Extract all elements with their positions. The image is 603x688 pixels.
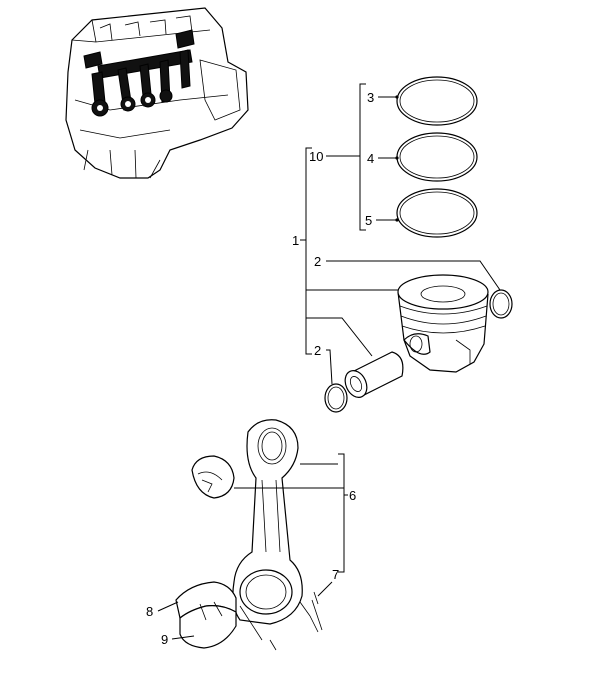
callout-labels: 1 2 2 3 4 5 6 7 8 9 10 (146, 90, 374, 647)
engine-block-icon (65, 7, 249, 179)
callout-8: 8 (146, 604, 153, 619)
callout-6: 6 (349, 488, 356, 503)
callout-4: 4 (367, 151, 374, 166)
circlip-upper (489, 289, 513, 319)
con-rod-bolt (311, 591, 323, 631)
piston-ring-5 (396, 188, 478, 238)
callout-5: 5 (365, 213, 372, 228)
callout-2-upper: 2 (314, 254, 321, 269)
callout-7: 7 (332, 567, 339, 582)
small-end-bushing (191, 455, 235, 499)
piston (397, 274, 489, 373)
piston-pin (344, 351, 404, 398)
highlighted-pistons (83, 29, 195, 117)
big-end-bearing-shells (175, 581, 237, 649)
leader-lines (157, 83, 501, 640)
callout-1: 1 (292, 233, 299, 248)
callout-2-lower: 2 (314, 343, 321, 358)
circlip-lower (324, 383, 348, 413)
callout-9: 9 (161, 632, 168, 647)
callout-10: 10 (309, 149, 323, 164)
callout-3: 3 (367, 90, 374, 105)
connecting-rod (232, 419, 319, 651)
piston-ring-3 (396, 76, 478, 126)
piston-ring-4 (396, 132, 478, 182)
